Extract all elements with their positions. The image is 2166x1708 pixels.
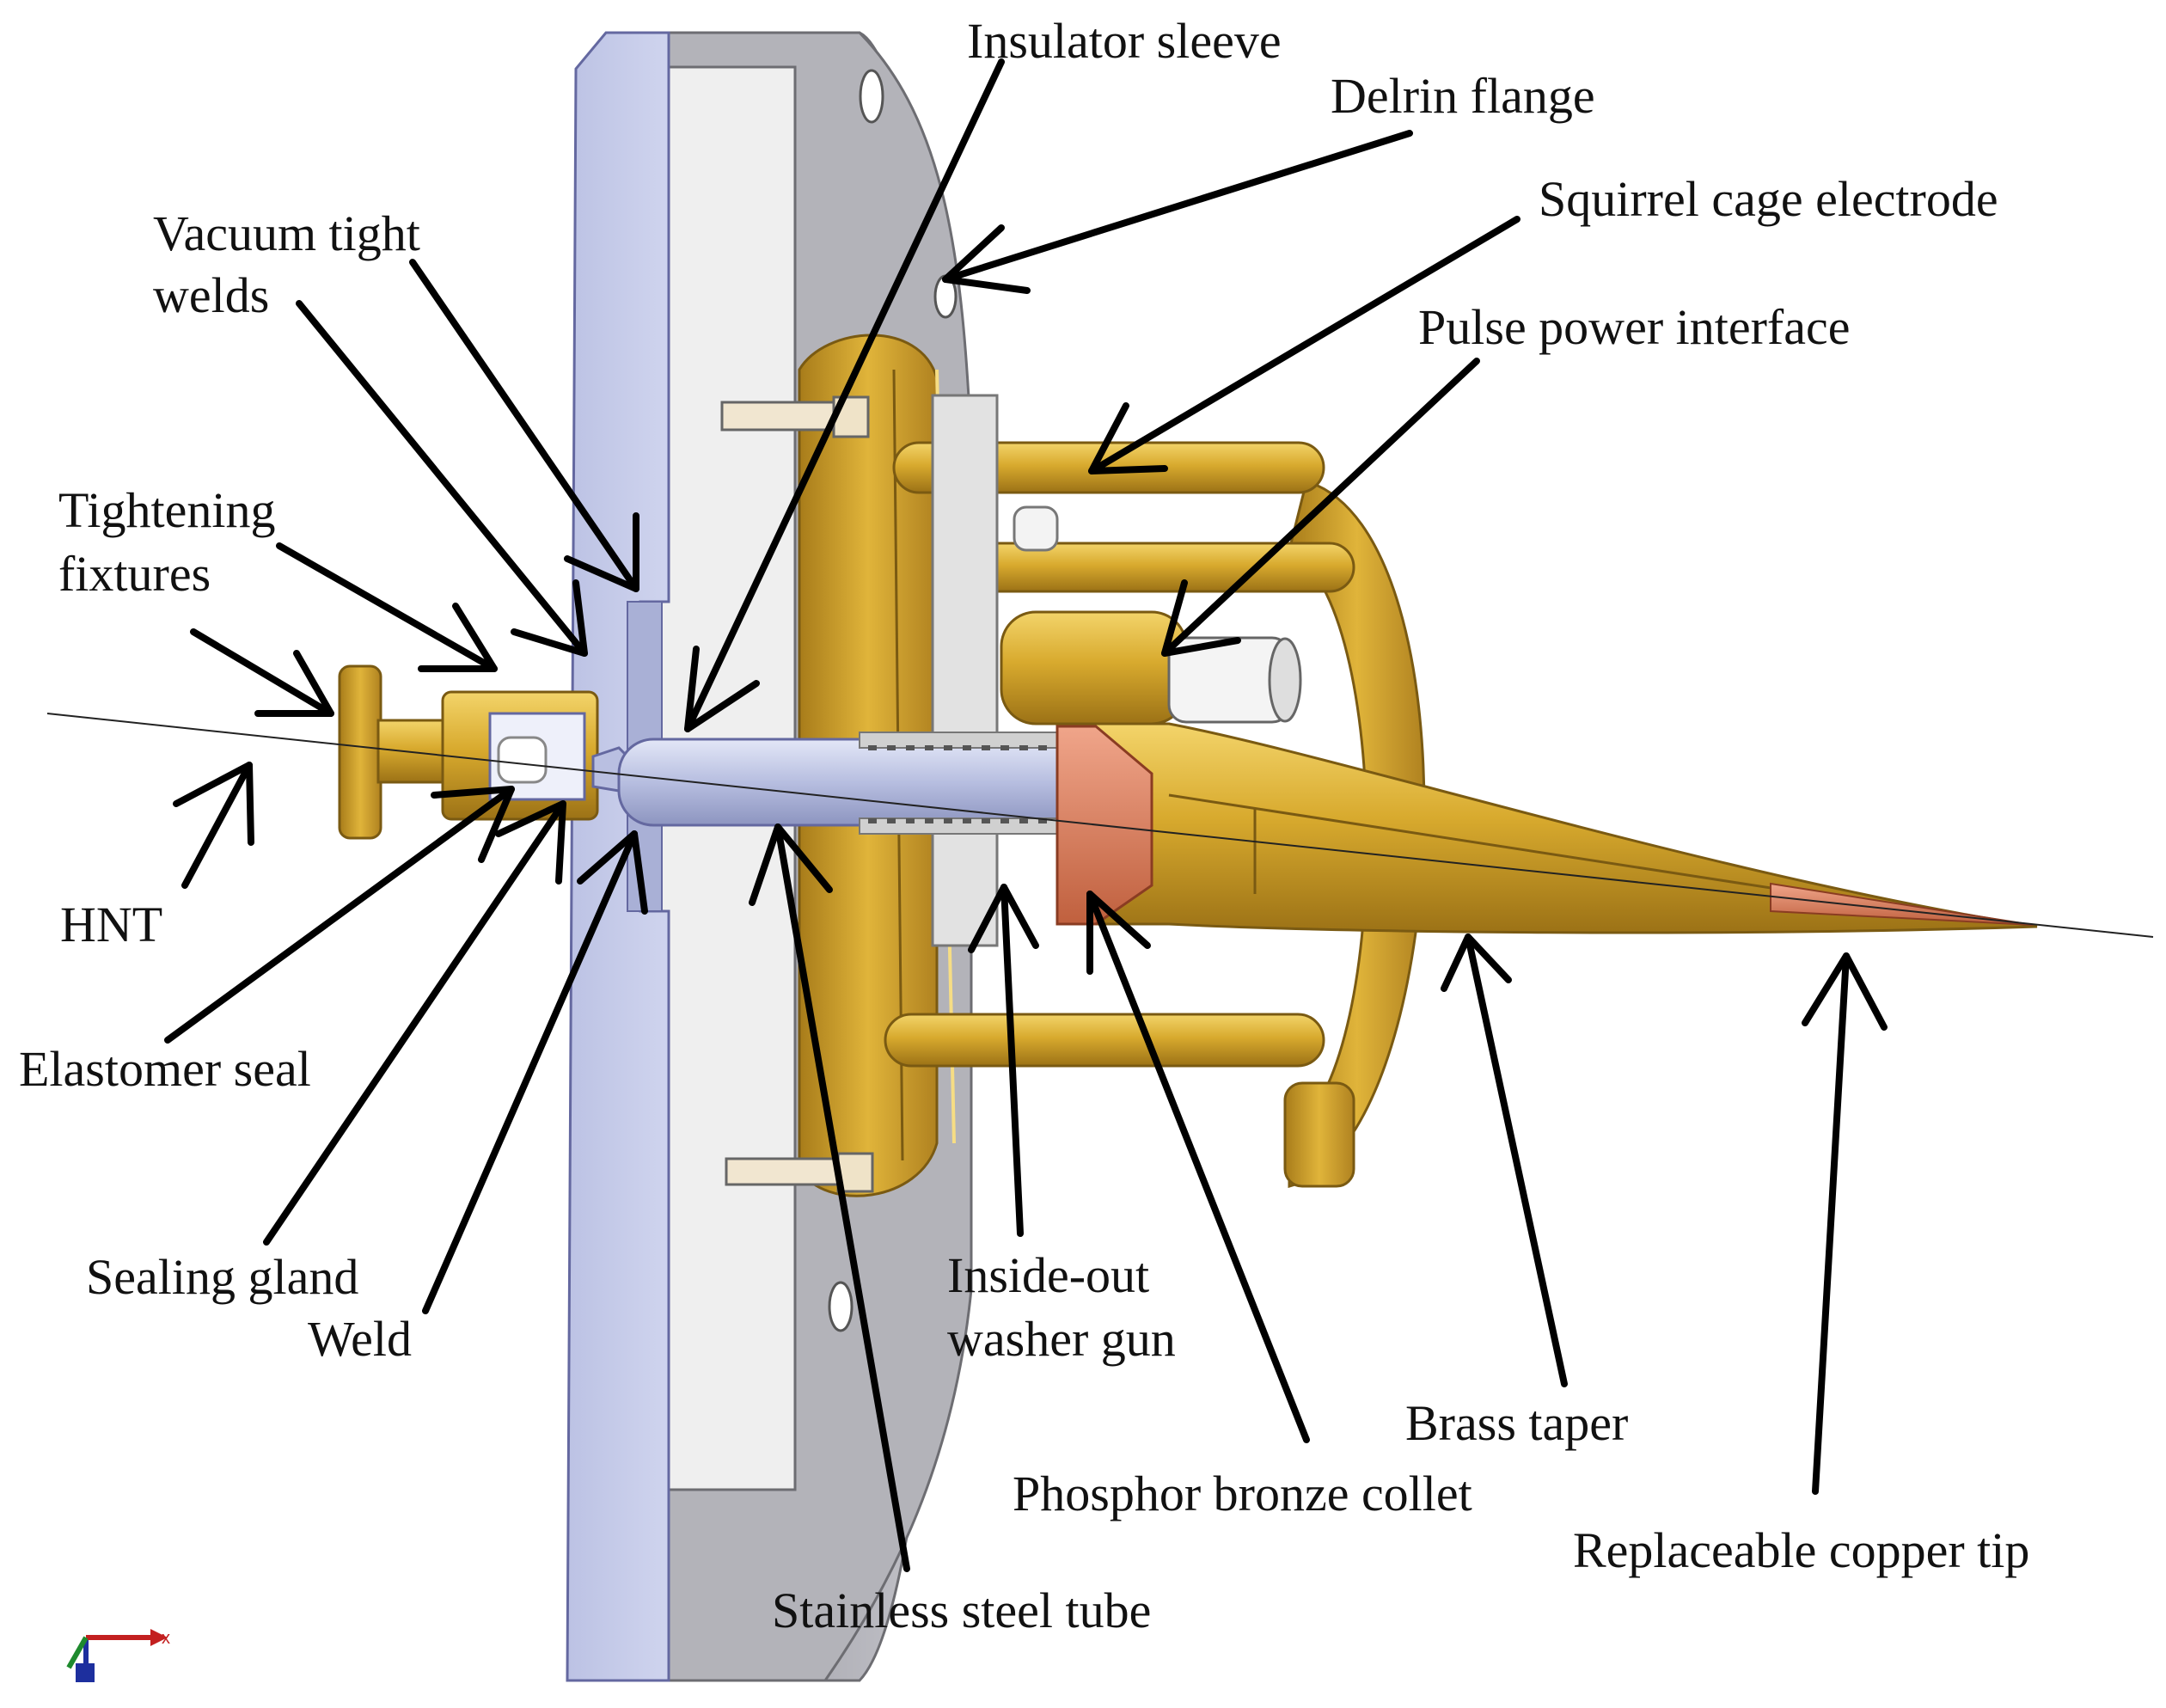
vacuum-plate <box>566 31 670 1682</box>
arrowhead-vacuum-weld-b <box>511 579 588 657</box>
hnt-wire <box>46 713 2154 938</box>
arrowhead-sealing-gland <box>495 800 566 885</box>
arrowhead-tightening-b <box>254 650 334 717</box>
squirrel-cage-electrode <box>798 334 1426 1197</box>
arrowhead-hnt <box>173 762 254 846</box>
leader-stainless-tube <box>774 823 910 1572</box>
leader-hnt <box>181 762 253 889</box>
flange-screws <box>720 395 874 1193</box>
arrowhead-squirrel-cage <box>1088 402 1168 474</box>
leader-squirrel-cage <box>1088 216 1520 474</box>
arrowhead-pulse-power <box>1161 579 1241 657</box>
arrowhead-delrin-flange <box>942 224 1031 294</box>
tightening-fixture <box>338 664 599 840</box>
label-replaceable-copper-tip: Replaceable copper tip <box>1573 1522 2030 1578</box>
label-hnt: HNT <box>60 897 163 952</box>
label-vacuum-tight-welds-line1: Vacuum tight <box>153 205 420 261</box>
axis-x-label: x <box>162 1629 170 1648</box>
arrowhead-elastomer-seal <box>431 786 515 863</box>
label-tightening-fixtures-line2: fixtures <box>58 546 211 602</box>
label-inside-out-line1: Inside-out <box>947 1247 1150 1303</box>
leader-elastomer-seal <box>164 786 515 1044</box>
label-elastomer-seal: Elastomer seal <box>19 1041 311 1097</box>
replaceable-copper-tip <box>1770 882 2034 926</box>
label-squirrel-cage-electrode: Squirrel cage electrode <box>1539 171 1998 227</box>
arrowhead-copper-tip <box>1802 952 1888 1031</box>
label-phosphor-bronze-collet: Phosphor bronze collet <box>1013 1466 1472 1521</box>
leader-vacuum-weld-a <box>409 259 639 592</box>
leader-brass-taper <box>1465 934 1568 1387</box>
axis-triad: x <box>66 1629 170 1682</box>
leader-copper-tip <box>1812 952 1850 1495</box>
label-weld: Weld <box>308 1311 412 1367</box>
arrowhead-collet <box>1086 891 1151 975</box>
label-insulator-sleeve: Insulator sleeve <box>967 13 1282 69</box>
arrowhead-vacuum-weld-a <box>564 512 639 592</box>
leader-washer-gun <box>1000 884 1024 1237</box>
arrowhead-tightening-a <box>418 603 498 672</box>
leader-pulse-power <box>1161 358 1480 657</box>
arrowhead-brass-taper <box>1441 934 1512 992</box>
arrowhead-stainless-tube <box>749 823 833 906</box>
leader-tightening-a <box>276 542 498 672</box>
label-pulse-power-interface: Pulse power interface <box>1418 299 1851 355</box>
leader-lines <box>164 58 1888 1572</box>
leader-delrin-flange <box>942 130 1413 283</box>
label-delrin-flange: Delrin flange <box>1331 68 1595 124</box>
label-vacuum-tight-welds-line2: welds <box>153 267 270 323</box>
stainless-steel-tube <box>591 732 1179 835</box>
leader-collet <box>1086 891 1310 1443</box>
leader-insulator-sleeve <box>684 58 1005 732</box>
arrowhead-insulator-sleeve <box>684 646 760 732</box>
leader-sealing-gland <box>263 800 566 1246</box>
leader-tightening-b <box>190 628 334 717</box>
arrowhead-weld <box>577 830 648 915</box>
label-sealing-gland: Sealing gland <box>86 1249 359 1305</box>
label-brass-taper: Brass taper <box>1405 1395 1629 1451</box>
leader-weld <box>422 830 638 1314</box>
label-tightening-fixtures-line1: Tightening <box>58 482 276 538</box>
leader-vacuum-weld-b <box>296 300 588 657</box>
pulse-power-interface-part <box>1000 610 1302 725</box>
arrowhead-washer-gun <box>968 884 1039 953</box>
brass-taper <box>1055 722 2038 934</box>
label-inside-out-line2: washer gun <box>947 1311 1176 1367</box>
label-stainless-steel-tube: Stainless steel tube <box>772 1583 1152 1638</box>
